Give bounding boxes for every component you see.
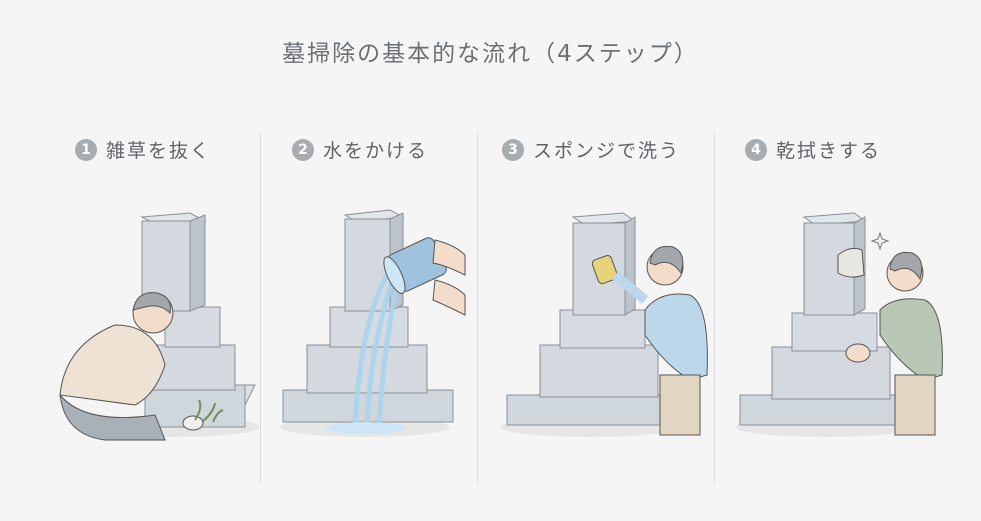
step-label: 乾拭きする (776, 140, 882, 162)
step-label: 雑草を抜く (106, 140, 212, 162)
step-label: スポンジで洗う (533, 140, 681, 162)
column-divider (260, 133, 261, 483)
step-number-badge: 3 (502, 138, 524, 161)
wiping-with-cloth-icon (735, 212, 943, 437)
step-number-badge: 4 (745, 138, 767, 161)
step-3-heading: 3 スポンジで洗う (502, 136, 680, 163)
step-4-heading: 4 乾拭きする (745, 136, 881, 163)
step-label: 水をかける (323, 140, 429, 162)
step-1-heading: 1 雑草を抜く (75, 136, 211, 163)
page-title: 墓掃除の基本的な流れ（4ステップ） (282, 41, 699, 67)
man-pulling-weeds-icon (59, 212, 260, 441)
column-divider (714, 133, 715, 483)
pouring-water-bucket-icon (280, 209, 466, 437)
step-number-badge: 2 (292, 138, 314, 161)
step-2-heading: 2 水をかける (292, 136, 428, 163)
step-number-badge: 1 (75, 138, 97, 161)
column-divider (477, 133, 478, 483)
washing-with-sponge-icon (500, 212, 708, 437)
